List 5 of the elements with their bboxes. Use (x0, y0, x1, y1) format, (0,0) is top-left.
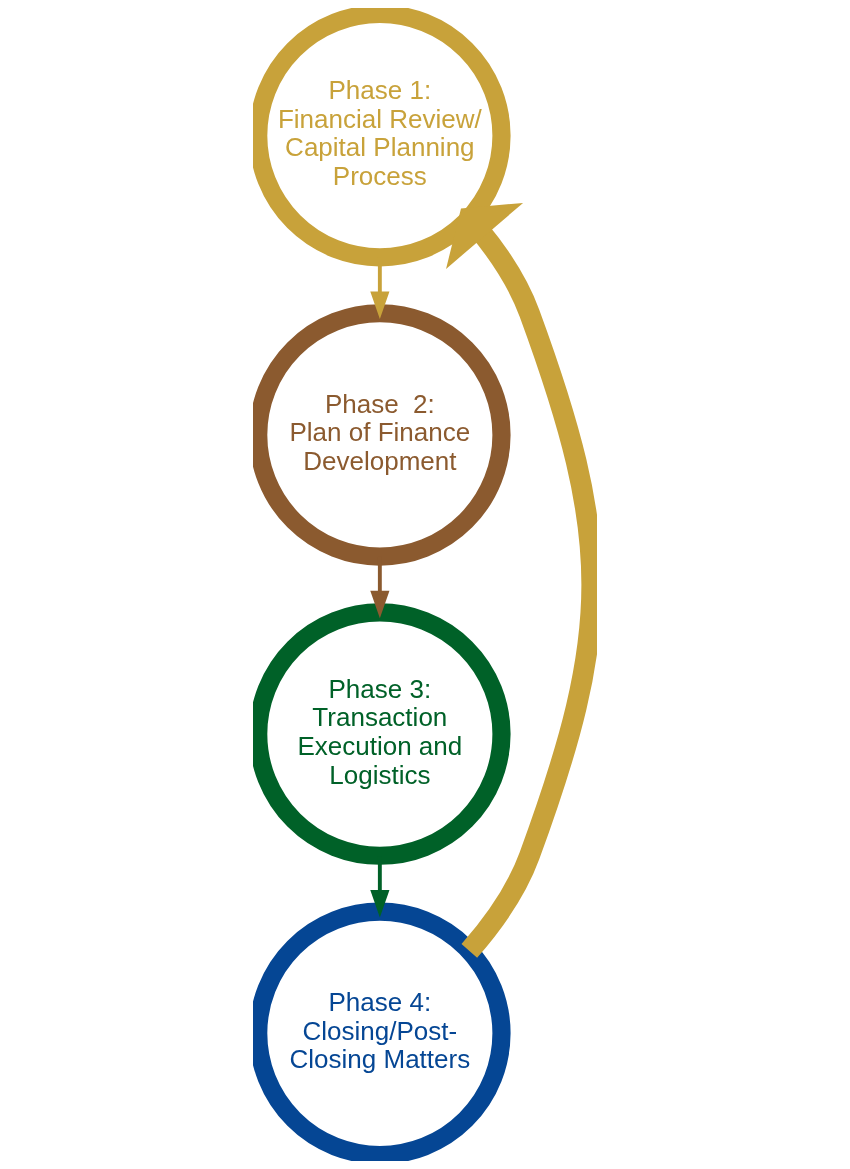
arrow (446, 202, 597, 958)
node-circle: Phase 1: Financial Review/ Capital Planning Process (253, 8, 511, 267)
node-circle: Phase 3: Transaction Execution and Logistics (253, 603, 511, 865)
node-circle: Phase 2: Plan of Finance Development (253, 304, 511, 566)
node-circle: Phase 4: Closing/Post- Closing Matters (253, 902, 511, 1161)
